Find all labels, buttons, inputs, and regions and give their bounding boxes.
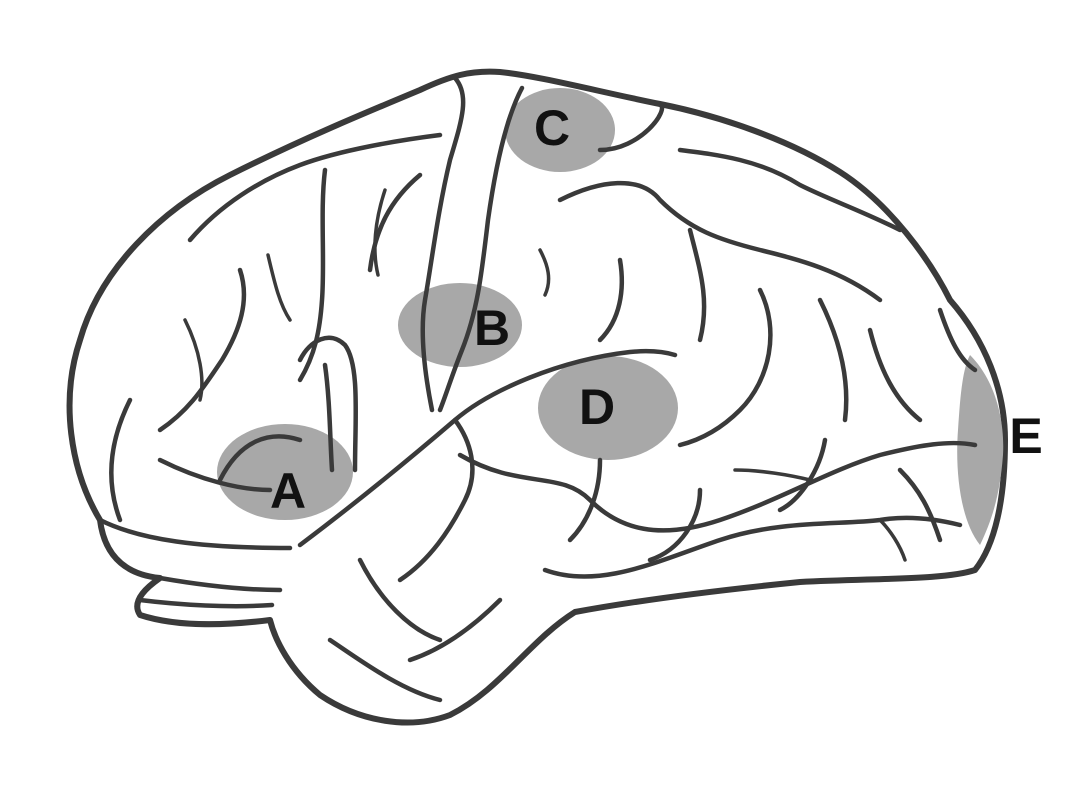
label-b: B [474,300,510,356]
label-d: D [579,379,615,435]
region-c-shading [505,88,615,172]
brain-outline [66,68,1008,726]
label-c: C [534,100,570,156]
region-e-shading [957,355,1004,545]
region-d-shading [538,356,678,460]
region-b-shading [398,283,522,367]
brain-minor-sulci [183,188,907,562]
label-e: E [1009,408,1042,464]
brain-sulci [97,75,978,703]
region-a-shading [217,424,353,520]
label-a: A [270,463,306,519]
